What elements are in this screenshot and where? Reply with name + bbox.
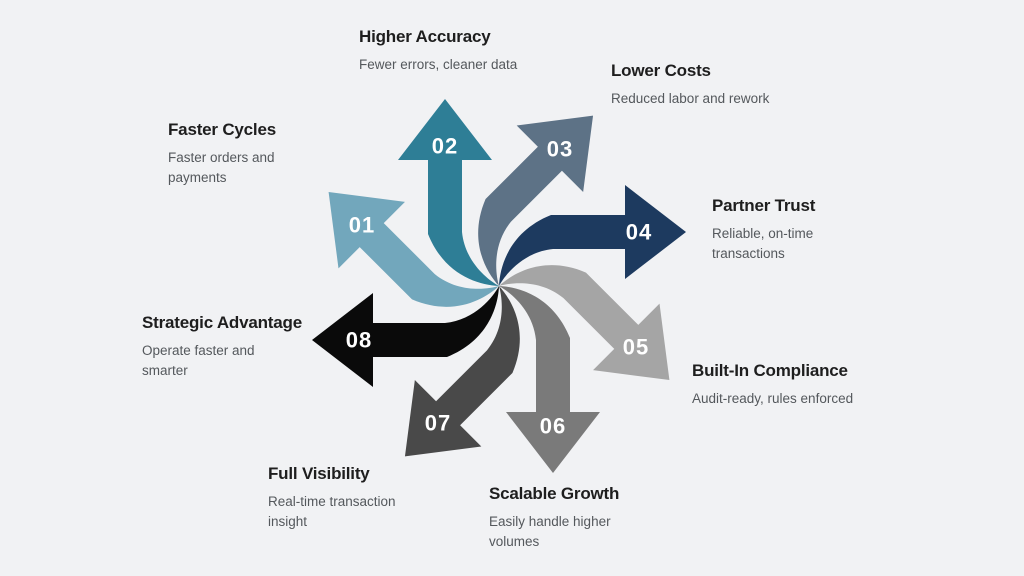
benefit-description: Audit-ready, rules enforced <box>692 391 854 407</box>
benefit-title: Lower Costs <box>611 61 711 80</box>
arrow-08-shape <box>312 286 499 387</box>
benefit-title: Higher Accuracy <box>359 27 491 46</box>
arrow-08-left <box>312 286 499 387</box>
benefit-title: Strategic Advantage <box>142 313 302 332</box>
arrow-02-shape <box>398 99 499 286</box>
arrow-04-shape <box>499 185 686 286</box>
arrow-03-number: 03 <box>547 137 573 162</box>
arrow-01-shape <box>328 191 499 307</box>
arrow-03-up-right <box>478 115 594 286</box>
arrow-04-number: 04 <box>626 220 652 245</box>
benefit-label-scalable-growth: Scalable Growth Easily handle higher vol… <box>489 484 619 552</box>
benefit-description: Reduced labor and rework <box>611 91 770 107</box>
benefit-title: Full Visibility <box>268 464 370 483</box>
arrow-01-up-left <box>328 191 499 307</box>
benefit-label-higher-accuracy: Higher Accuracy Fewer errors, cleaner da… <box>359 27 517 75</box>
benefit-description: Real-time transaction insight <box>268 494 396 529</box>
benefit-label-lower-costs: Lower Costs Reduced labor and rework <box>611 61 769 109</box>
arrow-05-shape <box>499 265 670 381</box>
benefit-label-built-in-compliance: Built-In Compliance Audit-ready, rules e… <box>692 361 853 409</box>
arrow-01-number: 01 <box>349 213 375 238</box>
benefit-title: Faster Cycles <box>168 120 276 139</box>
arrow-07-shape <box>404 286 520 457</box>
arrow-08-number: 08 <box>346 328 372 353</box>
arrow-06-shape <box>499 286 600 473</box>
benefit-description: Faster orders and payments <box>168 150 275 185</box>
benefit-label-partner-trust: Partner Trust Reliable, on-time transact… <box>712 196 815 264</box>
arrow-03-shape <box>478 115 594 286</box>
benefit-description: Fewer errors, cleaner data <box>359 57 518 73</box>
arrow-04-right <box>499 185 686 286</box>
benefit-label-full-visibility: Full Visibility Real-time transaction in… <box>268 464 396 532</box>
arrow-06-down <box>499 286 600 473</box>
arrow-06-number: 06 <box>540 414 566 439</box>
benefit-label-strategic-advantage: Strategic Advantage Operate faster and s… <box>142 313 302 381</box>
benefit-description: Reliable, on-time transactions <box>712 226 814 261</box>
arrow-02-up <box>398 99 499 286</box>
arrow-07-number: 07 <box>425 411 451 436</box>
arrow-02-number: 02 <box>432 134 458 159</box>
arrow-05-number: 05 <box>623 335 649 360</box>
arrow-07-down-left <box>404 286 520 457</box>
benefit-title: Scalable Growth <box>489 484 620 503</box>
benefit-label-faster-cycles: Faster Cycles Faster orders and payments <box>168 120 276 188</box>
benefit-description: Operate faster and smarter <box>142 343 255 378</box>
benefit-title: Built-In Compliance <box>692 361 848 380</box>
benefit-title: Partner Trust <box>712 196 816 215</box>
benefit-description: Easily handle higher volumes <box>489 514 611 549</box>
arrow-05-down-right <box>499 265 670 381</box>
